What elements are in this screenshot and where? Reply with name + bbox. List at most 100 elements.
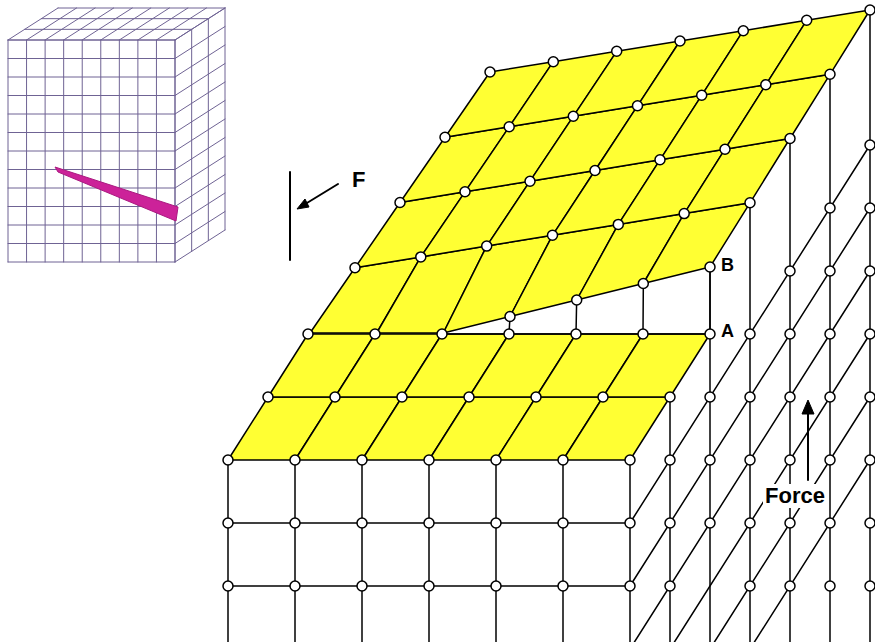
atom-circle: [705, 392, 715, 402]
grid-line: [175, 8, 225, 40]
grid-line: [175, 64, 225, 96]
atom-circle: [865, 5, 875, 15]
atom-circle: [370, 329, 380, 339]
arrow-head: [802, 400, 814, 414]
grid-line: [175, 119, 225, 151]
atom-circle: [568, 111, 578, 121]
atom-circle: [350, 263, 360, 273]
label-text: A: [719, 322, 736, 342]
atom-circle: [424, 518, 434, 528]
atom-circle: [638, 279, 648, 289]
extra-half-plane: [55, 167, 178, 221]
atom-circle: [665, 455, 675, 465]
atom-circle: [357, 581, 367, 591]
grid-line: [101, 8, 151, 40]
atom-circle: [745, 392, 755, 402]
atom-circle: [785, 392, 795, 402]
grid-line: [8, 8, 58, 40]
lattice-bond: [709, 334, 711, 642]
small-crystal-cube: [8, 8, 338, 262]
atom-circle: [825, 266, 835, 276]
atom-circle: [825, 518, 835, 528]
atom-circle: [303, 329, 313, 339]
atom-circle: [825, 392, 835, 402]
atom-circle: [625, 581, 635, 591]
atom-circle: [802, 15, 812, 25]
atom-circle: [464, 392, 474, 402]
lattice-bond: [629, 460, 631, 642]
atom-circle: [357, 455, 367, 465]
atom-circle: [638, 329, 648, 339]
atom-circle: [504, 122, 514, 132]
atom-circle: [548, 230, 558, 240]
atom-circle: [330, 392, 340, 402]
grid-line: [8, 151, 175, 152]
grid-line: [175, 45, 225, 77]
grid-line: [58, 8, 225, 9]
atom-circle: [865, 581, 875, 591]
lattice-bond: [674, 334, 870, 642]
atom-circle: [424, 455, 434, 465]
lattice-bond: [789, 139, 791, 642]
label-text: B: [719, 256, 736, 276]
atom-circle: [223, 455, 233, 465]
grid-line: [119, 8, 169, 40]
atom-circle: [416, 252, 426, 262]
grid-line: [82, 8, 132, 40]
upper-atomic-plane: [766, 10, 870, 85]
grid-line: [175, 230, 225, 262]
grid-line: [8, 40, 175, 41]
atom-circle: [598, 392, 608, 402]
atom-circle: [633, 101, 643, 111]
grid-line: [8, 77, 175, 78]
atom-circle: [572, 295, 582, 305]
atom-circle: [437, 329, 447, 339]
atom-circle: [290, 455, 300, 465]
lattice-bond: [562, 460, 564, 642]
grid-line: [175, 175, 225, 207]
lattice-bond: [714, 397, 870, 642]
lattice-bond: [754, 460, 870, 642]
atom-circle: [263, 392, 273, 402]
grid-line: [156, 8, 206, 40]
atom-circle: [745, 198, 755, 208]
atom-circle: [705, 518, 715, 528]
atom-circle: [625, 455, 635, 465]
lattice-bond: [709, 267, 711, 334]
atom-circle: [665, 581, 675, 591]
grid-line: [8, 58, 175, 59]
lattice-bond: [361, 460, 363, 642]
grid-line: [45, 8, 95, 40]
atom-circle: [785, 518, 795, 528]
atom-circle: [865, 140, 875, 150]
atom-circle: [745, 329, 755, 339]
atom-circle: [697, 90, 707, 100]
atom-circle: [223, 581, 233, 591]
lattice-bond: [634, 271, 870, 642]
atom-circle: [491, 581, 501, 591]
atom-circle: [745, 581, 755, 591]
atom-circle: [785, 581, 795, 591]
atom-circle: [460, 187, 470, 197]
atom-circle: [440, 132, 450, 142]
atom-circle: [655, 155, 665, 165]
atom-circle: [558, 581, 568, 591]
atom-circle: [825, 581, 835, 591]
grid-line: [175, 212, 225, 244]
atom-circle: [865, 392, 875, 402]
atom-circle: [223, 518, 233, 528]
grid-line: [175, 193, 225, 225]
grid-line: [138, 8, 188, 40]
atom-circle: [825, 455, 835, 465]
lattice-bond: [829, 74, 831, 642]
atom-circle: [397, 392, 407, 402]
atom-circle: [705, 329, 715, 339]
grid-line: [8, 132, 175, 133]
grid-line: [8, 169, 175, 170]
atom-circle: [761, 80, 771, 90]
atom-circle: [785, 266, 795, 276]
stretched-bond: [709, 267, 711, 334]
atom-circle: [865, 518, 875, 528]
dislocation-lattice: [223, 5, 875, 642]
